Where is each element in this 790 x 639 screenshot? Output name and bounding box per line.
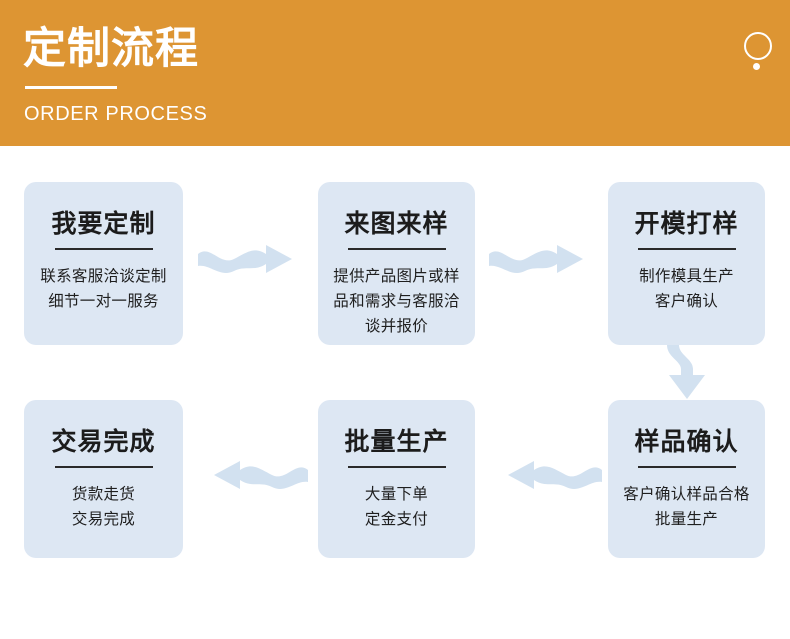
step-card-6: 交易完成 货款走货 交易完成 bbox=[24, 400, 183, 558]
step-card-3-body: 制作模具生产 客户确认 bbox=[618, 264, 755, 314]
arrow-right-icon-step2-step3 bbox=[487, 236, 597, 282]
arrow-right-icon-step1-step2 bbox=[196, 236, 306, 282]
circle-outline-icon bbox=[744, 32, 772, 60]
step-card-6-divider bbox=[54, 466, 153, 468]
step-card-2-line-2: 品和需求与客服洽 bbox=[333, 293, 460, 310]
step-card-2-divider bbox=[347, 248, 446, 250]
step-card-1-divider bbox=[54, 248, 153, 250]
step-card-1-body: 联系客服洽谈定制 细节一对一服务 bbox=[34, 264, 173, 314]
header-banner: 定制流程 ORDER PROCESS bbox=[0, 0, 790, 146]
step-card-2: 来图来样 提供产品图片或样 品和需求与客服洽 谈并报价 bbox=[318, 182, 475, 345]
step-card-5-line-1: 大量下单 bbox=[364, 486, 429, 503]
arrow-left-icon-step4-step5 bbox=[488, 452, 606, 498]
dot-icon bbox=[753, 63, 760, 70]
step-card-3-line-2: 客户确认 bbox=[654, 293, 719, 310]
step-card-5-line-2: 定金支付 bbox=[364, 511, 429, 528]
step-card-4-divider bbox=[637, 466, 736, 468]
step-card-3-divider bbox=[637, 248, 736, 250]
step-card-1-title: 我要定制 bbox=[51, 210, 156, 238]
step-card-5-body: 大量下单 定金支付 bbox=[328, 482, 465, 532]
step-card-6-line-2: 交易完成 bbox=[71, 511, 136, 528]
step-card-2-line-1: 提供产品图片或样 bbox=[333, 268, 460, 285]
arrow-left-icon-step5-step6 bbox=[194, 452, 312, 498]
step-card-4-body: 客户确认样品合格 批量生产 bbox=[618, 482, 755, 532]
page-subtitle: ORDER PROCESS bbox=[24, 103, 208, 125]
arrow-down-icon-step3-step4 bbox=[655, 345, 719, 403]
title-underline bbox=[25, 86, 117, 89]
step-card-1: 我要定制 联系客服洽谈定制 细节一对一服务 bbox=[24, 182, 183, 345]
page-title: 定制流程 bbox=[23, 25, 199, 73]
step-card-3-line-1: 制作模具生产 bbox=[639, 268, 734, 285]
step-card-5-divider bbox=[347, 466, 446, 468]
step-card-6-body: 货款走货 交易完成 bbox=[34, 482, 173, 532]
step-card-2-title: 来图来样 bbox=[344, 210, 449, 238]
step-card-4-title: 样品确认 bbox=[634, 428, 739, 456]
step-card-6-line-1: 货款走货 bbox=[71, 486, 136, 503]
step-card-3: 开模打样 制作模具生产 客户确认 bbox=[608, 182, 765, 345]
step-card-2-line-3: 谈并报价 bbox=[364, 318, 429, 335]
step-card-4-line-2: 批量生产 bbox=[654, 511, 719, 528]
step-card-3-title: 开模打样 bbox=[634, 210, 739, 238]
step-card-2-body: 提供产品图片或样 品和需求与客服洽 谈并报价 bbox=[328, 264, 465, 339]
step-card-4: 样品确认 客户确认样品合格 批量生产 bbox=[608, 400, 765, 558]
step-card-1-line-1: 联系客服洽谈定制 bbox=[40, 268, 167, 285]
step-card-4-line-1: 客户确认样品合格 bbox=[623, 486, 750, 503]
step-card-1-line-2: 细节一对一服务 bbox=[48, 293, 159, 310]
step-card-5-title: 批量生产 bbox=[344, 428, 449, 456]
step-card-5: 批量生产 大量下单 定金支付 bbox=[318, 400, 475, 558]
step-card-6-title: 交易完成 bbox=[51, 428, 156, 456]
